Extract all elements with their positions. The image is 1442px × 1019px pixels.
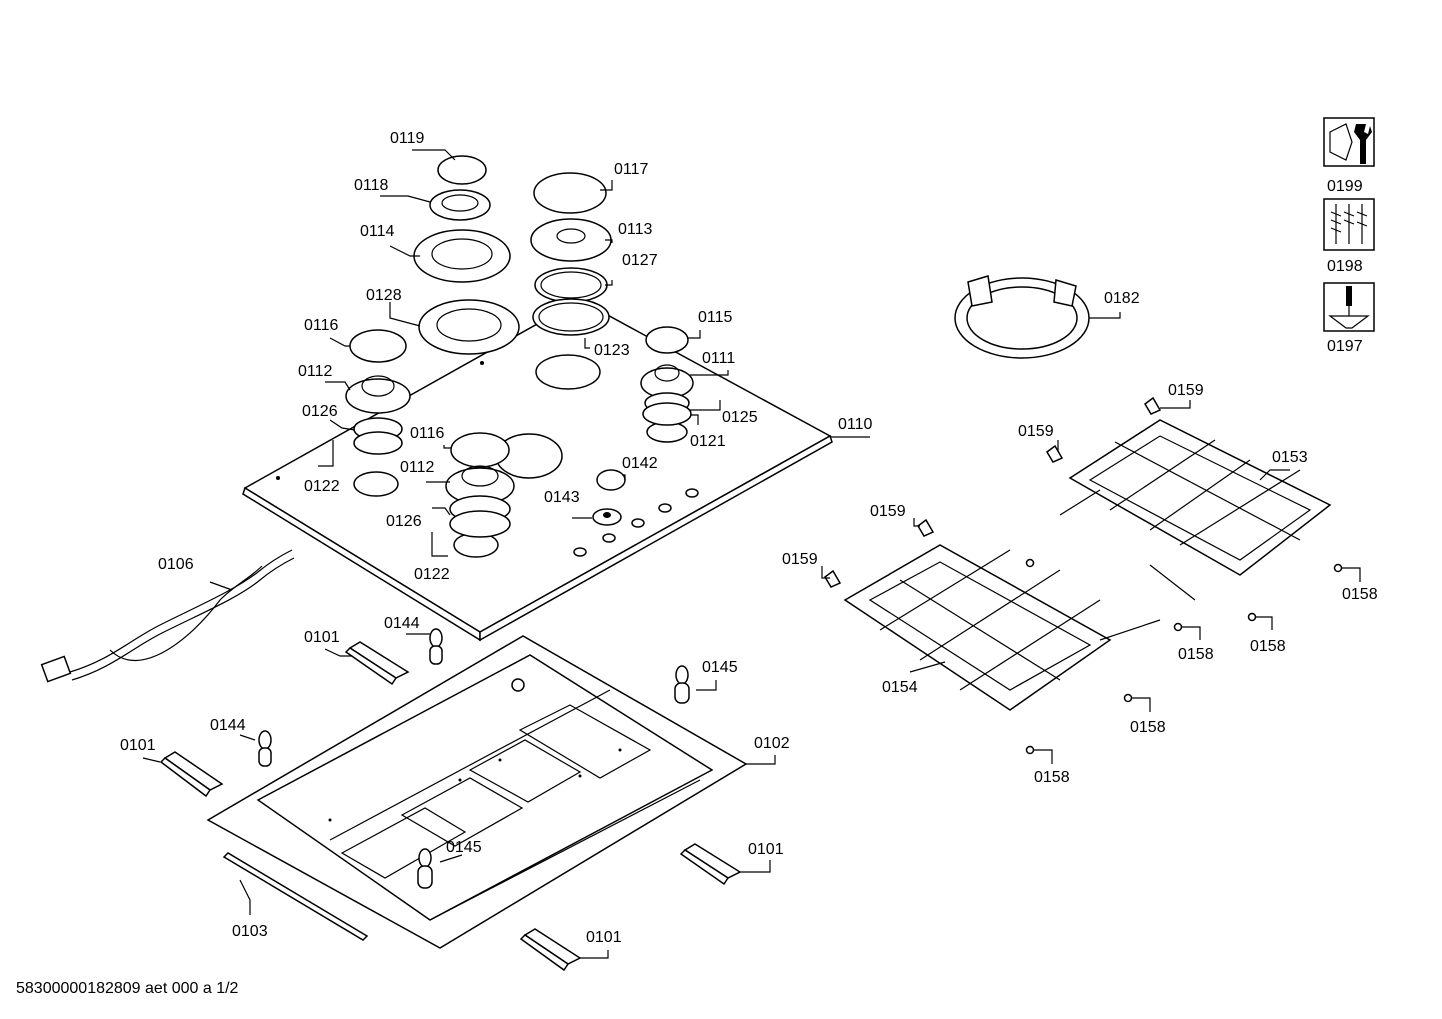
label-0199: 0199 [1327,178,1363,195]
label-0115: 0115 [698,309,733,326]
foot-4 [417,848,433,889]
label-0158-c: 0158 [1250,638,1286,655]
bottom-housing [206,635,748,949]
label-0101-c: 0101 [748,841,784,858]
label-0113: 0113 [618,221,653,238]
label-0110: 0110 [838,416,873,433]
label-0118: 0118 [354,177,389,194]
label-0111: 0111 [702,350,735,367]
label-0126-mid: 0126 [386,513,422,530]
label-0197: 0197 [1327,338,1363,355]
label-0128: 0128 [366,287,402,304]
label-0106: 0106 [158,556,194,573]
label-0127: 0127 [622,252,658,269]
clip-4 [824,569,842,588]
rubber-foot-3 [1247,612,1257,622]
screws-icon [1323,198,1375,251]
clip-1 [1144,396,1162,415]
clamp-4 [519,928,582,972]
label-0144-a: 0144 [384,615,420,632]
rubber-foot-5 [1025,745,1035,755]
pan-support-right [1059,419,1332,601]
burner-parts [345,155,694,538]
label-0101-b: 0101 [120,737,156,754]
label-0102: 0102 [754,735,790,752]
clamp-1 [344,641,410,686]
label-0122-top: 0122 [304,478,340,495]
label-0143: 0143 [544,489,580,506]
clip-3 [917,518,935,537]
label-0142: 0142 [622,455,658,472]
part-labels: 0119 0118 0117 0114 0113 0127 0128 0116 … [120,130,1378,946]
foot-2 [258,730,272,767]
label-0126-top: 0126 [302,403,338,420]
foot-3 [674,665,690,704]
label-0122-mid: 0122 [414,566,450,583]
power-cable [40,549,295,683]
label-0116-top: 0116 [304,317,339,334]
rubber-foot-2 [1173,622,1183,632]
label-0158-a: 0158 [1342,586,1378,603]
label-0159-d: 0159 [782,551,818,568]
label-0116-mid: 0116 [410,425,445,442]
label-0198: 0198 [1327,258,1363,275]
pan-support-left [843,544,1161,711]
label-0154: 0154 [882,679,918,696]
clamp-3 [679,843,742,886]
leader-lines [142,149,1361,959]
label-0125: 0125 [722,409,758,426]
label-0145-b: 0145 [446,839,482,856]
clip-2 [1046,444,1064,463]
rubber-foot-1 [1333,563,1343,573]
label-0121: 0121 [690,433,726,450]
label-0145-a: 0145 [702,659,738,676]
label-0119: 0119 [390,130,425,147]
label-0117: 0117 [614,161,649,178]
screw-nut-wrench-icon [1323,117,1375,167]
label-0112-top: 0112 [298,363,333,380]
label-0159-c: 0159 [870,503,906,520]
label-0112-mid: 0112 [400,459,435,476]
label-0144-b: 0144 [210,717,246,734]
label-0158-e: 0158 [1034,769,1070,786]
hob-top-plate [242,299,833,642]
label-0114: 0114 [360,223,395,240]
label-0101-a: 0101 [304,629,340,646]
label-0123: 0123 [594,342,630,359]
clamp-2 [159,751,224,798]
label-0159-b: 0159 [1018,423,1054,440]
wok-ring [954,275,1090,359]
seal-strip [222,852,369,941]
rubber-foot-6 [1025,558,1035,568]
screwdriver-icon [1323,282,1375,332]
document-id: 58300000182809 aet 000 a 1/2 [16,980,239,997]
foot-1 [429,628,443,665]
label-0101-d: 0101 [586,929,622,946]
label-0158-d: 0158 [1130,719,1166,736]
label-0182: 0182 [1104,290,1140,307]
label-0103: 0103 [232,923,268,940]
label-0159-a: 0159 [1168,382,1204,399]
rubber-foot-4 [1123,693,1133,703]
label-0158-b: 0158 [1178,646,1214,663]
label-0153: 0153 [1272,449,1308,466]
